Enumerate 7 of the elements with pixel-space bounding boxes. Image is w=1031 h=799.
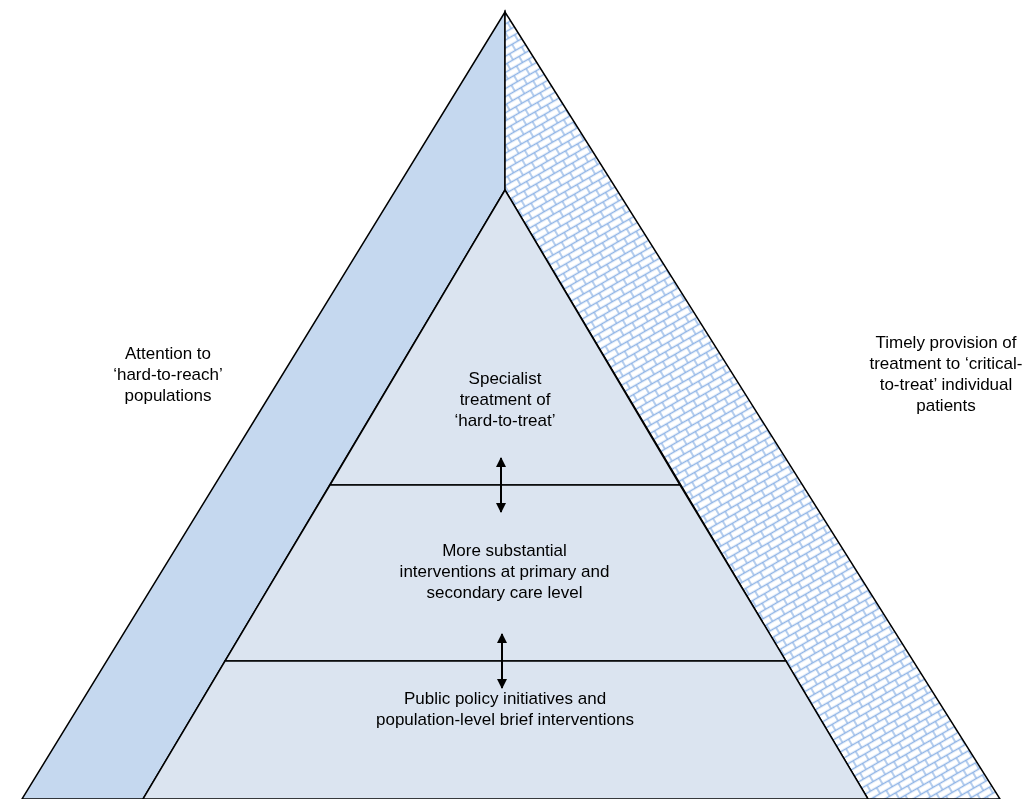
- double-arrow: [496, 457, 506, 513]
- tier-label: Public policy initiatives and population-level brief interventions: [375, 688, 635, 730]
- tier-label: Specialist treatment of ‘hard-to-treat’: [453, 368, 557, 431]
- side-label: Timely provision of treatment to ‘critical-to-treat’ individual patients: [868, 332, 1024, 416]
- side-label: Attention to ‘hard-to-reach’ populations: [112, 343, 224, 406]
- tier-label: More substantial interventions at primary and secondary care level: [398, 540, 611, 603]
- double-arrow: [497, 633, 507, 689]
